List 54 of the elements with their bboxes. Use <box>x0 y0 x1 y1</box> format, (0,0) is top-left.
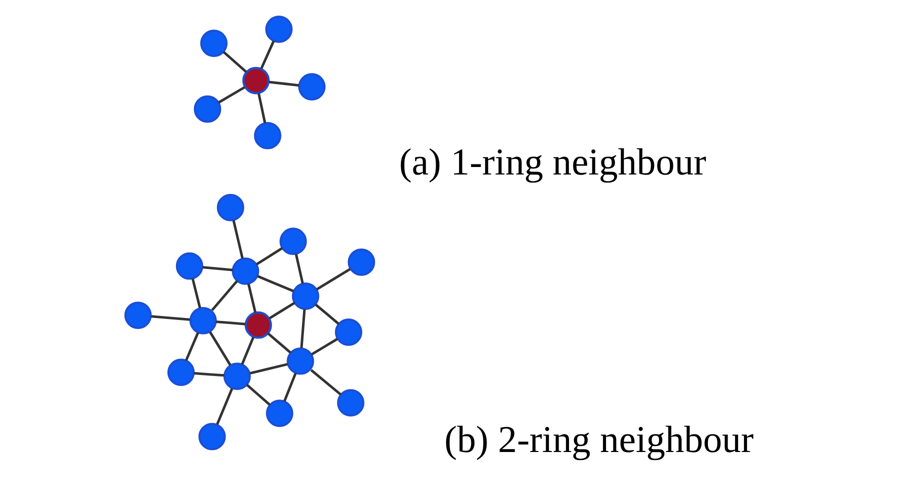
node-circle <box>337 389 364 417</box>
connector <box>246 384 271 406</box>
node-circle <box>200 30 228 57</box>
connector <box>202 266 233 272</box>
node-circle <box>280 228 307 256</box>
connector <box>268 80 300 87</box>
node-circle <box>254 122 282 150</box>
node-circle <box>216 194 244 222</box>
connector <box>256 247 283 266</box>
connector <box>283 372 297 402</box>
node-circle <box>198 422 226 450</box>
node-circle <box>286 347 314 375</box>
node-circle <box>124 302 152 329</box>
connector <box>268 302 296 320</box>
node-circle <box>244 311 272 339</box>
label: (b) 2-ring neighbour <box>444 419 754 462</box>
connector <box>191 278 202 308</box>
label: (a) 1-ring neighbour <box>399 141 706 184</box>
connector <box>211 280 238 311</box>
connector <box>208 331 232 366</box>
node-circle <box>348 248 376 276</box>
connector <box>257 93 266 124</box>
connector <box>247 283 257 313</box>
node-circle <box>298 73 326 100</box>
connector <box>185 332 200 361</box>
connector <box>257 275 294 292</box>
node-circle <box>265 16 293 43</box>
connector <box>267 332 292 354</box>
connector <box>194 372 224 377</box>
connector <box>232 220 244 259</box>
node-circle <box>334 318 362 346</box>
connector <box>300 309 306 348</box>
connector <box>151 315 190 321</box>
node-circle <box>266 400 294 427</box>
node-circle <box>232 257 260 285</box>
connector <box>310 369 342 396</box>
node-circle <box>194 95 222 123</box>
connector <box>310 338 338 356</box>
node-circle <box>176 252 204 280</box>
connector <box>216 388 234 425</box>
node-circle <box>189 307 217 334</box>
connector <box>316 268 351 290</box>
connector <box>294 254 304 284</box>
connector <box>222 50 248 73</box>
node-circle <box>167 358 195 386</box>
connector <box>314 304 340 325</box>
connector <box>240 336 255 365</box>
connector <box>216 320 246 326</box>
node-circle <box>223 362 251 390</box>
node-circle <box>292 282 320 310</box>
connector <box>260 40 275 70</box>
connector <box>218 86 246 104</box>
node-circle <box>242 66 270 94</box>
connector <box>250 362 288 374</box>
